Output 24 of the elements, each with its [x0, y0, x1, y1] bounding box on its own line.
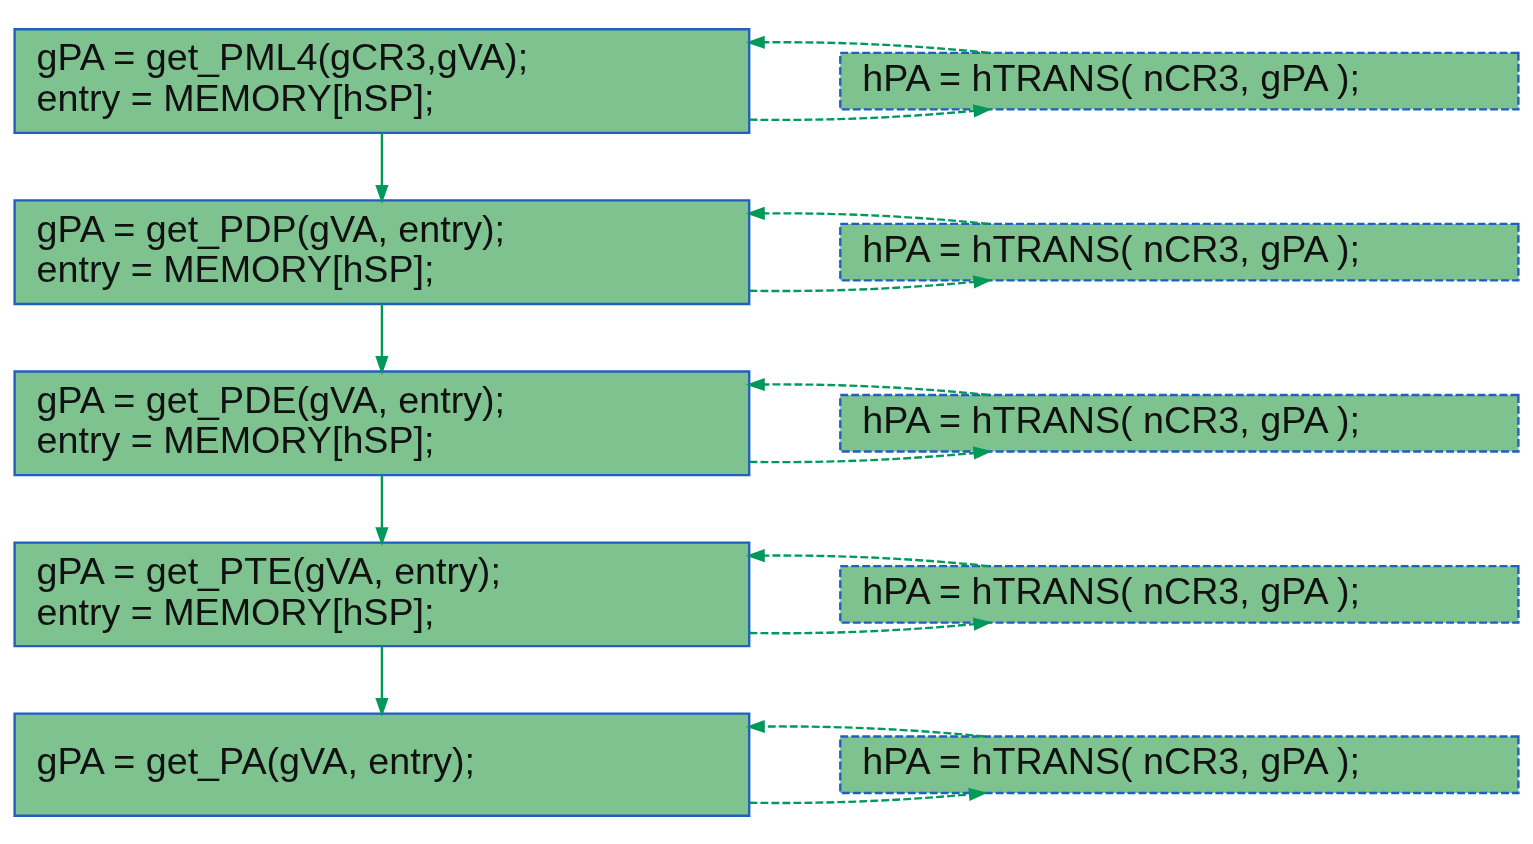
arrow: [375, 646, 389, 717]
node-box: hPA = hTRANS( nCR3, gPA );: [839, 564, 1520, 624]
node-box: hPA = hTRANS( nCR3, gPA );: [839, 51, 1520, 110]
node-box: gPA = get_PML4(gCR3,gVA); entry = MEMORY[hSP];: [13, 27, 751, 134]
arrow: [749, 617, 993, 634]
arrow: [745, 377, 989, 396]
node-box: gPA = get_PDP(gVA, entry); entry = MEMORY[hSP];: [13, 198, 751, 305]
node-box: gPA = get_PA(gVA, entry);: [13, 712, 751, 817]
arrow: [375, 132, 389, 204]
arrow: [745, 548, 989, 567]
arrow: [749, 274, 993, 292]
arrow: [745, 206, 989, 225]
node-box: gPA = get_PTE(gVA, entry); entry = MEMORY[hSP];: [13, 540, 751, 647]
node-box: hPA = hTRANS( nCR3, gPA );: [839, 222, 1520, 282]
arrow: [749, 445, 993, 463]
arrow: [745, 35, 989, 54]
arrow: [375, 303, 389, 375]
arrow: [375, 474, 389, 546]
node-box: hPA = hTRANS( nCR3, gPA );: [839, 734, 1520, 794]
arrow: [745, 719, 985, 738]
arrow: [749, 787, 988, 804]
arrow: [749, 103, 993, 121]
node-box: gPA = get_PDE(gVA, entry); entry = MEMORY[hSP];: [13, 369, 751, 476]
node-box: hPA = hTRANS( nCR3, gPA );: [839, 393, 1520, 453]
